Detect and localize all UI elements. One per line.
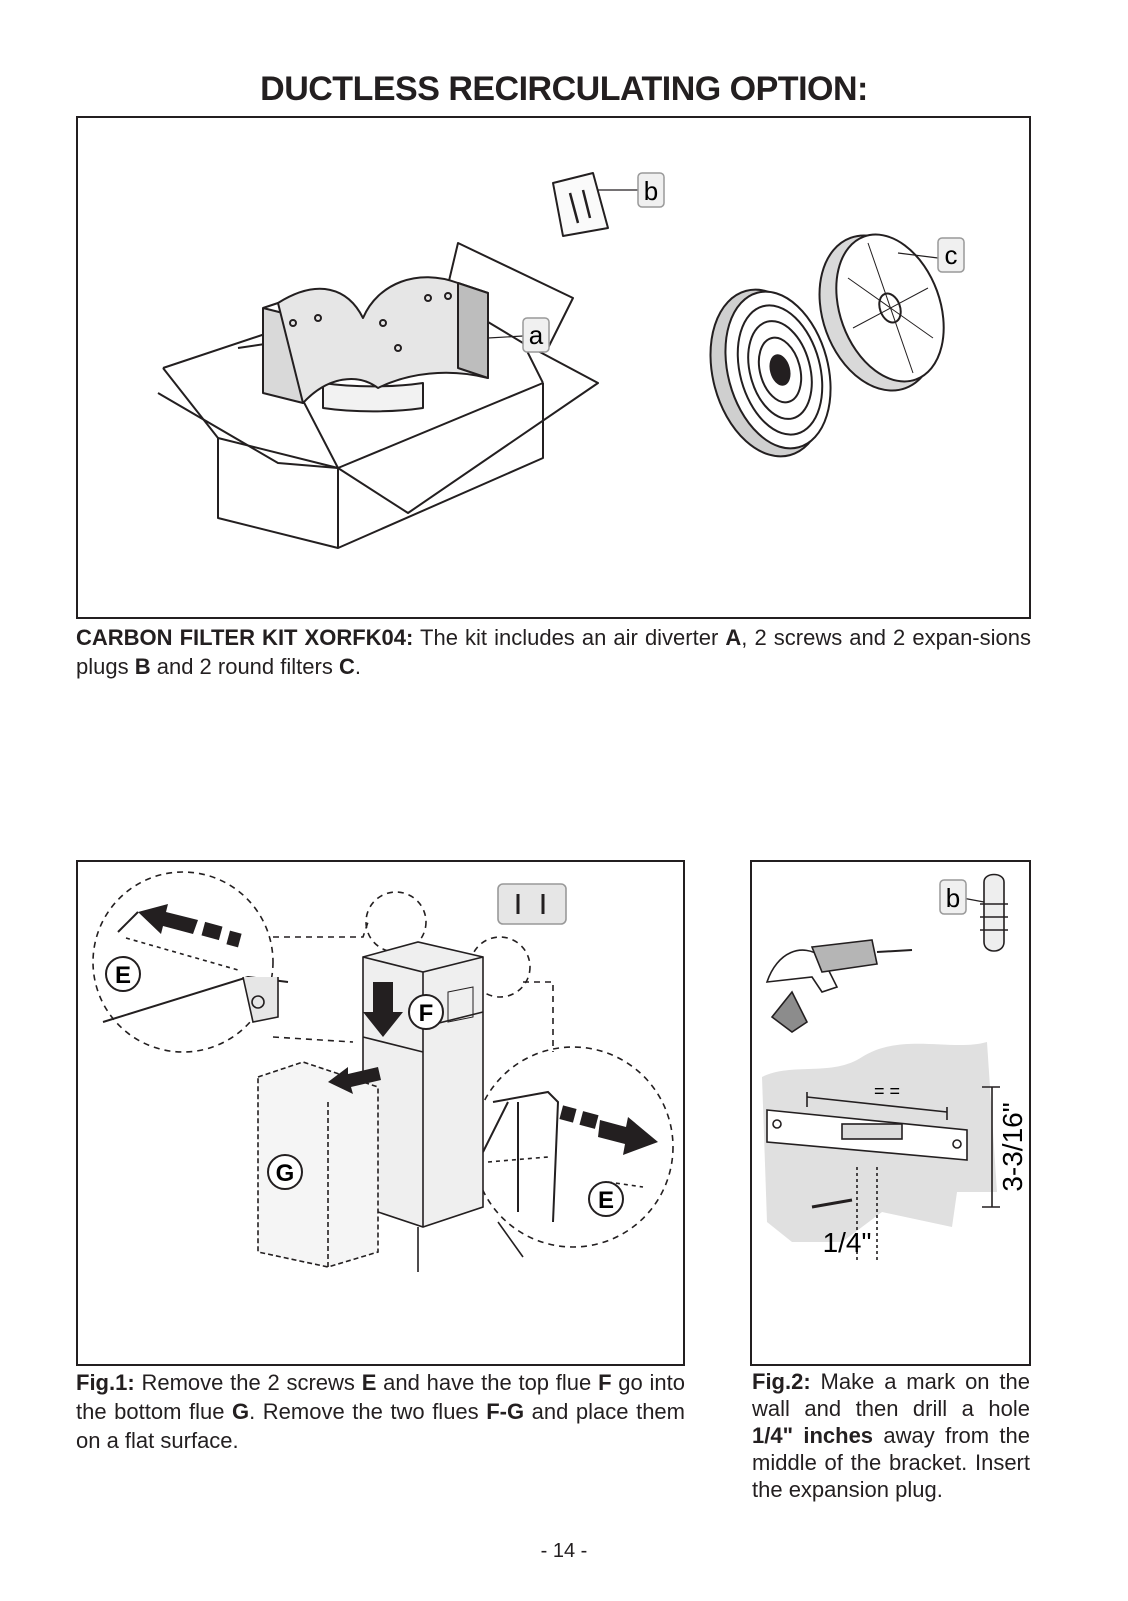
part-label-e-right: E <box>588 1181 624 1217</box>
kit-illustration: b a c <box>157 172 965 549</box>
part-label-f: F <box>408 994 444 1030</box>
arrow-left-icon <box>138 904 198 934</box>
part-label-b: b <box>939 879 967 915</box>
svg-text:a: a <box>529 320 544 350</box>
fig1-frame: E F G E <box>76 860 685 1366</box>
bracket-icon <box>766 1109 968 1161</box>
dimension-vertical: 3-3/16" <box>997 1102 1028 1191</box>
carbon-filter-icon <box>818 233 945 392</box>
carbon-filter-icon <box>709 288 832 458</box>
equal-mark: = = <box>874 1081 900 1101</box>
fig2-illustration: = = 3-3/16" 1/4" b <box>762 873 1028 1262</box>
expansion-plug-icon <box>980 873 1008 952</box>
svg-text:G: G <box>276 1160 295 1187</box>
arrow-left-icon <box>328 1067 381 1094</box>
arrow-down-icon <box>363 982 403 1037</box>
drill-icon <box>765 939 913 1033</box>
svg-text:b: b <box>946 883 960 913</box>
arrow-right-icon <box>598 1117 658 1155</box>
fig2-frame: = = 3-3/16" 1/4" b <box>750 860 1031 1366</box>
part-label-g: G <box>267 1154 303 1190</box>
dimension-horizontal: 1/4" <box>823 1227 872 1258</box>
page-title: DUCTLESS RECIRCULATING OPTION: <box>260 70 868 108</box>
screws-icon <box>497 883 567 925</box>
screw-packet-icon <box>552 172 609 237</box>
detail-circle <box>92 871 274 1053</box>
fig1-caption: Fig.1: Remove the 2 screws E and have th… <box>76 1370 685 1453</box>
part-label-a: a <box>522 317 550 353</box>
page-number: - 14 - <box>540 1540 588 1562</box>
svg-text:E: E <box>115 962 131 989</box>
part-label-e-left: E <box>105 956 141 992</box>
svg-text:E: E <box>598 1187 614 1214</box>
kit-figure-frame: b a c <box>76 116 1031 619</box>
part-label-b: b <box>637 172 665 208</box>
svg-text:c: c <box>945 240 958 270</box>
fig2-caption: Fig.2: Make a mark on the wall and then … <box>752 1369 1030 1502</box>
air-diverter-icon <box>262 276 489 413</box>
svg-text:F: F <box>419 1000 434 1027</box>
part-label-c: c <box>937 237 965 273</box>
fig1-illustration: E F G E <box>92 871 674 1272</box>
svg-text:b: b <box>644 176 658 206</box>
kit-caption: CARBON FILTER KIT XORFK04: The kit inclu… <box>76 625 1031 679</box>
kit-caption-lead: CARBON FILTER KIT XORFK04: <box>76 625 414 650</box>
bottom-flue-icon <box>257 1061 379 1268</box>
